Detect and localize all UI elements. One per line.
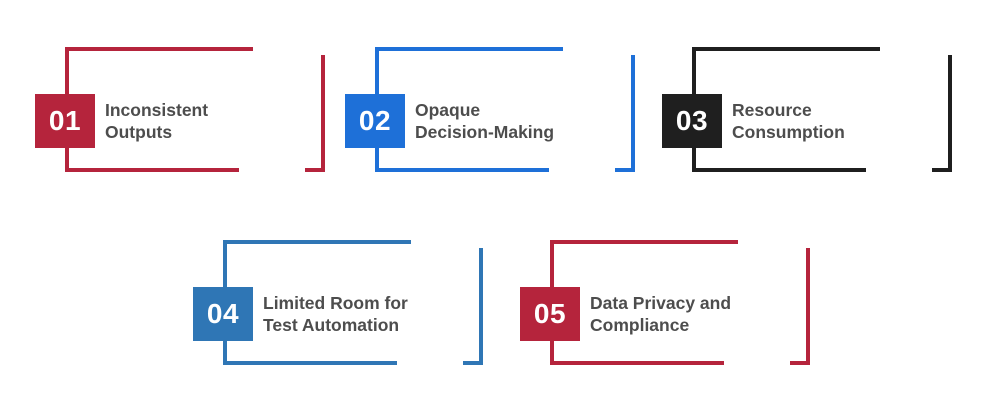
challenge-item-01: 01 Inconsistent Outputs <box>35 47 327 172</box>
right-bracket-foot <box>615 168 635 172</box>
right-bracket-line <box>948 55 952 172</box>
challenge-label-line1: Resource <box>732 100 812 120</box>
right-bracket-line <box>806 248 810 365</box>
frame-bottom-line <box>223 361 397 365</box>
number-badge: 04 <box>193 287 253 341</box>
challenge-label-line1: Data Privacy and <box>590 293 732 313</box>
challenge-label: Opaque Decision-Making <box>415 99 554 143</box>
right-bracket-line <box>479 248 483 365</box>
challenge-label-line2: Outputs <box>105 122 173 142</box>
frame-bottom-line <box>692 168 866 172</box>
number-badge: 03 <box>662 94 722 148</box>
frame-bottom-line <box>65 168 239 172</box>
challenge-item-04: 04 Limited Room for Test Automation <box>193 240 485 365</box>
frame-top-line <box>692 47 880 51</box>
frame-bottom-line <box>375 168 549 172</box>
right-bracket-foot <box>790 361 810 365</box>
right-bracket-foot <box>932 168 952 172</box>
challenge-item-03: 03 Resource Consumption <box>662 47 954 172</box>
challenge-item-05: 05 Data Privacy and Compliance <box>520 240 812 365</box>
right-bracket-line <box>321 55 325 172</box>
frame-top-line <box>223 240 411 244</box>
challenge-item-02: 02 Opaque Decision-Making <box>345 47 637 172</box>
challenge-label-line2: Test Automation <box>263 315 400 335</box>
right-bracket-foot <box>463 361 483 365</box>
challenge-label: Limited Room for Test Automation <box>263 292 408 336</box>
number-badge: 01 <box>35 94 95 148</box>
challenge-label: Inconsistent Outputs <box>105 99 208 143</box>
challenge-label-line1: Opaque <box>415 100 481 120</box>
frame-top-line <box>550 240 738 244</box>
frame-bottom-line <box>550 361 724 365</box>
challenge-label-line1: Inconsistent <box>105 100 209 120</box>
challenge-label-line2: Decision-Making <box>415 122 555 142</box>
challenge-label-line2: Consumption <box>732 122 845 142</box>
right-bracket-foot <box>305 168 325 172</box>
challenge-label: Resource Consumption <box>732 99 845 143</box>
number-badge: 02 <box>345 94 405 148</box>
frame-top-line <box>375 47 563 51</box>
frame-top-line <box>65 47 253 51</box>
challenge-label-line1: Limited Room for <box>263 293 408 313</box>
number-badge: 05 <box>520 287 580 341</box>
challenge-label: Data Privacy and Compliance <box>590 292 731 336</box>
challenge-label-line2: Compliance <box>590 315 690 335</box>
right-bracket-line <box>631 55 635 172</box>
